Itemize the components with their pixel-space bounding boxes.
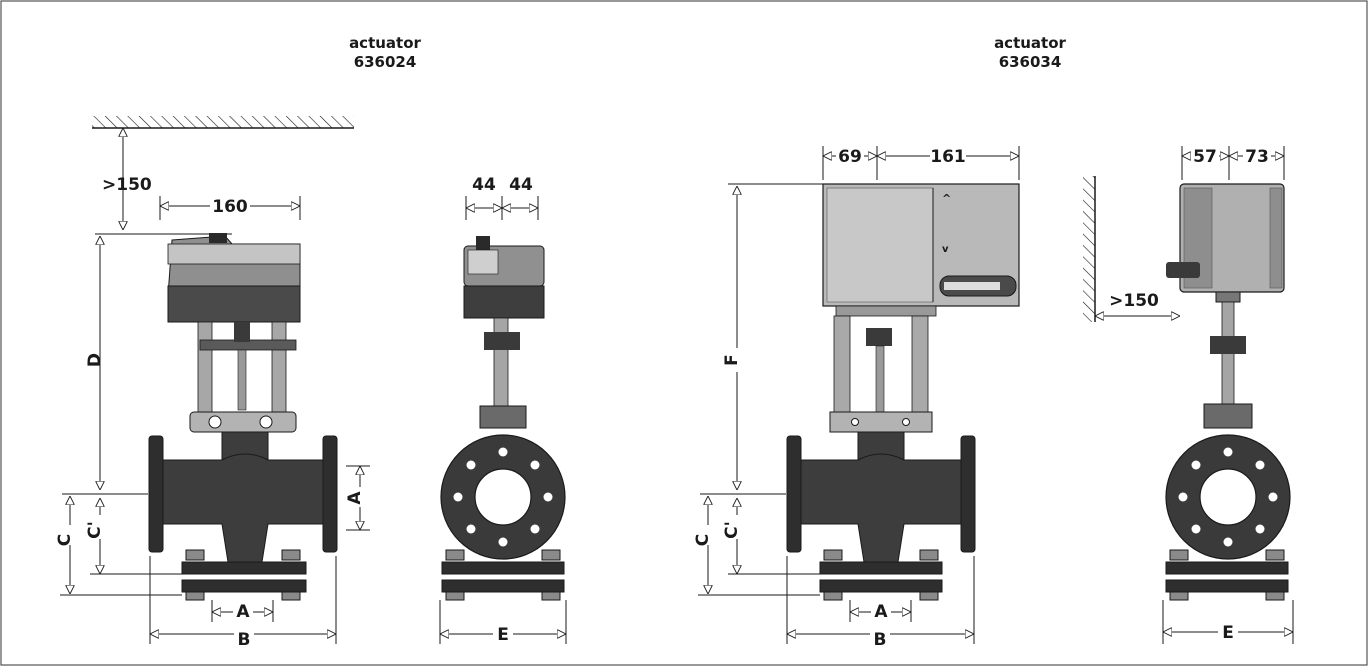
flange-right — [322, 435, 338, 553]
right-label-F: F — [722, 354, 742, 366]
svg-text:v: v — [942, 244, 949, 255]
left-title-line1: actuator — [349, 34, 421, 52]
right-side-dim-57: 57 — [1193, 147, 1217, 167]
left-side-dim-a: 44 — [472, 175, 496, 195]
left-label-B: B — [238, 630, 251, 650]
right-label-B: B — [874, 630, 887, 650]
right-label-C-prime: C' — [722, 521, 742, 539]
left-label-A-side: A — [345, 491, 365, 505]
right-title-line1: actuator — [994, 34, 1066, 52]
left-label-E: E — [497, 625, 509, 645]
left-label-C-prime: C' — [85, 521, 105, 539]
wall-hatch — [1083, 176, 1095, 322]
left-label-D: D — [85, 353, 105, 367]
left-title-line2: 636024 — [354, 53, 417, 71]
right-label-A-bottom: A — [874, 602, 888, 622]
left-side-dim-b: 44 — [509, 175, 533, 195]
ceiling-hatch — [92, 116, 354, 128]
left-clearance-label: >150 — [102, 175, 152, 195]
actuator-base — [167, 285, 301, 323]
right-dim-69: 69 — [838, 147, 862, 167]
right-side-dim-73: 73 — [1245, 147, 1269, 167]
right-side-view: >150 57 73 — [1083, 146, 1294, 644]
right-clearance-label: >150 — [1109, 291, 1159, 311]
left-width-label: 160 — [212, 197, 248, 217]
left-label-A-bottom: A — [236, 602, 250, 622]
left-side-view: 44 44 E — [439, 175, 567, 645]
right-dim-161: 161 — [930, 147, 966, 167]
right-front-view: 69 161 ^ v F — [693, 146, 1020, 650]
flange-left — [148, 435, 164, 553]
left-label-C: C — [55, 534, 75, 546]
svg-text:^: ^ — [942, 192, 951, 205]
right-title-line2: 636034 — [999, 53, 1062, 71]
right-label-C: C — [693, 534, 713, 546]
left-front-view: >150 160 D — [55, 116, 370, 650]
right-label-E: E — [1222, 623, 1234, 643]
